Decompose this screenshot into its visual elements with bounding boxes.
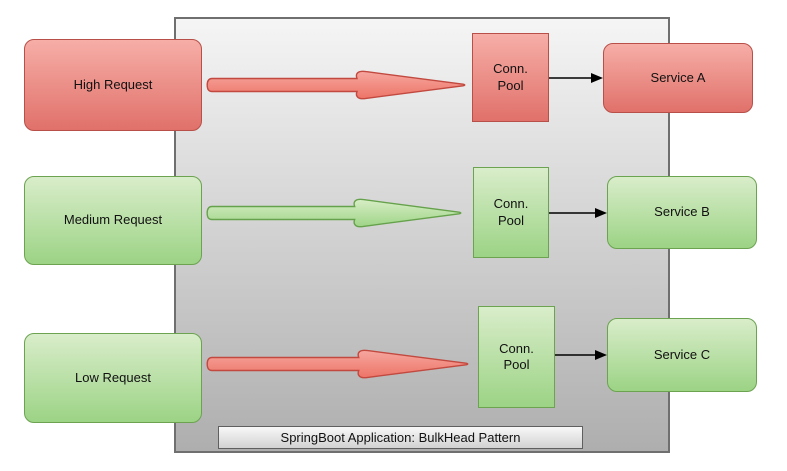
service-b-label: Service B — [654, 204, 710, 220]
low-request-box: Low Request — [24, 333, 202, 423]
conn-pool-b-label-line1: Conn. — [493, 196, 529, 212]
pool-a-to-service-a-arrow-icon — [549, 73, 603, 83]
medium-request-label: Medium Request — [63, 212, 163, 228]
conn-pool-a-label-line2: Pool — [497, 77, 524, 93]
low-request-flow-arrow-icon — [206, 349, 469, 379]
conn-pool-c-label-line1: Conn. — [499, 340, 534, 356]
service-c-label: Service C — [653, 346, 711, 362]
conn-pool-b-box: Conn. Pool — [473, 167, 549, 258]
conn-pool-a-label-line1: Conn. — [493, 61, 528, 77]
pool-b-to-service-b-arrow-icon — [549, 208, 607, 218]
service-a-label: Service A — [650, 69, 706, 85]
container-caption-label: SpringBoot Application: BulkHead Pattern — [280, 430, 521, 445]
medium-request-box: Medium Request — [24, 176, 202, 265]
service-a-box: Service A — [603, 43, 753, 113]
service-c-box: Service C — [607, 318, 757, 392]
pool-c-to-service-c-arrow-icon — [555, 350, 607, 360]
service-b-box: Service B — [607, 176, 757, 249]
container-caption: SpringBoot Application: BulkHead Pattern — [218, 426, 583, 449]
low-request-label: Low Request — [75, 369, 151, 385]
medium-request-flow-arrow-icon — [206, 198, 462, 228]
conn-pool-b-label-line2: Pool — [497, 212, 524, 228]
conn-pool-a-box: Conn. Pool — [472, 33, 549, 122]
conn-pool-c-box: Conn. Pool — [478, 306, 555, 408]
high-request-flow-arrow-icon — [206, 70, 466, 100]
high-request-label: High Request — [73, 76, 153, 92]
high-request-box: High Request — [24, 39, 202, 131]
conn-pool-c-label-line2: Pool — [503, 357, 530, 372]
